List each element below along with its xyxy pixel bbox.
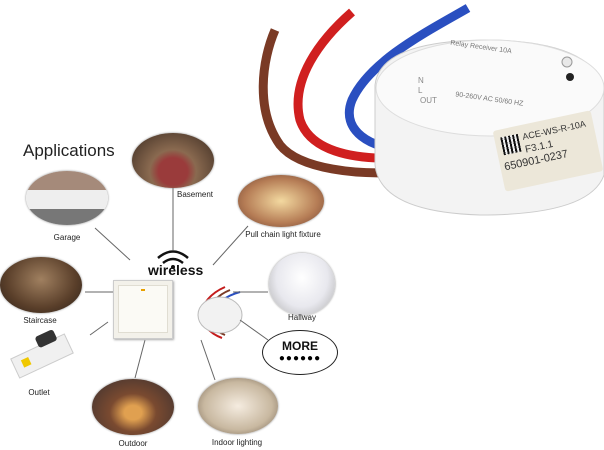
wireless-label: wireless — [148, 262, 204, 278]
outdoor-label: Outdoor — [118, 439, 148, 448]
red-wire — [293, 8, 401, 163]
pull-chain-label: Pull chain light fixture — [245, 230, 321, 239]
switch-led — [141, 289, 145, 291]
garage-image — [26, 171, 108, 225]
basement-image — [132, 133, 214, 188]
terminal-n: N — [418, 76, 424, 85]
qr-code-icon — [500, 133, 522, 156]
applications-title: Applications — [23, 141, 115, 160]
indoor-lighting-label: Indoor lighting — [211, 438, 263, 447]
pull-chain-image — [238, 175, 324, 227]
wireless-switch — [113, 280, 173, 339]
more-label: MORE — [282, 339, 318, 353]
outdoor-image — [92, 379, 174, 435]
led-indicator — [561, 56, 573, 68]
garage-label: Garage — [53, 233, 81, 242]
sync-button — [566, 73, 574, 81]
terminal-out: OUT — [420, 96, 437, 105]
outlet-label: Outlet — [28, 388, 50, 397]
more-bubble[interactable]: MORE ●●●●●● — [262, 330, 338, 375]
staircase-label: Staircase — [23, 316, 57, 325]
basement-label: Basement — [176, 190, 214, 199]
terminal-l: L — [418, 86, 423, 95]
wifi-icon — [157, 250, 189, 265]
small-receiver — [197, 296, 243, 334]
hallway-image — [269, 253, 335, 315]
indoor-lighting-image — [198, 378, 278, 434]
more-dots: ●●●●●● — [278, 353, 322, 364]
staircase-image — [0, 257, 82, 313]
hallway-label: Hallway — [287, 313, 317, 322]
brown-wire — [258, 28, 401, 178]
